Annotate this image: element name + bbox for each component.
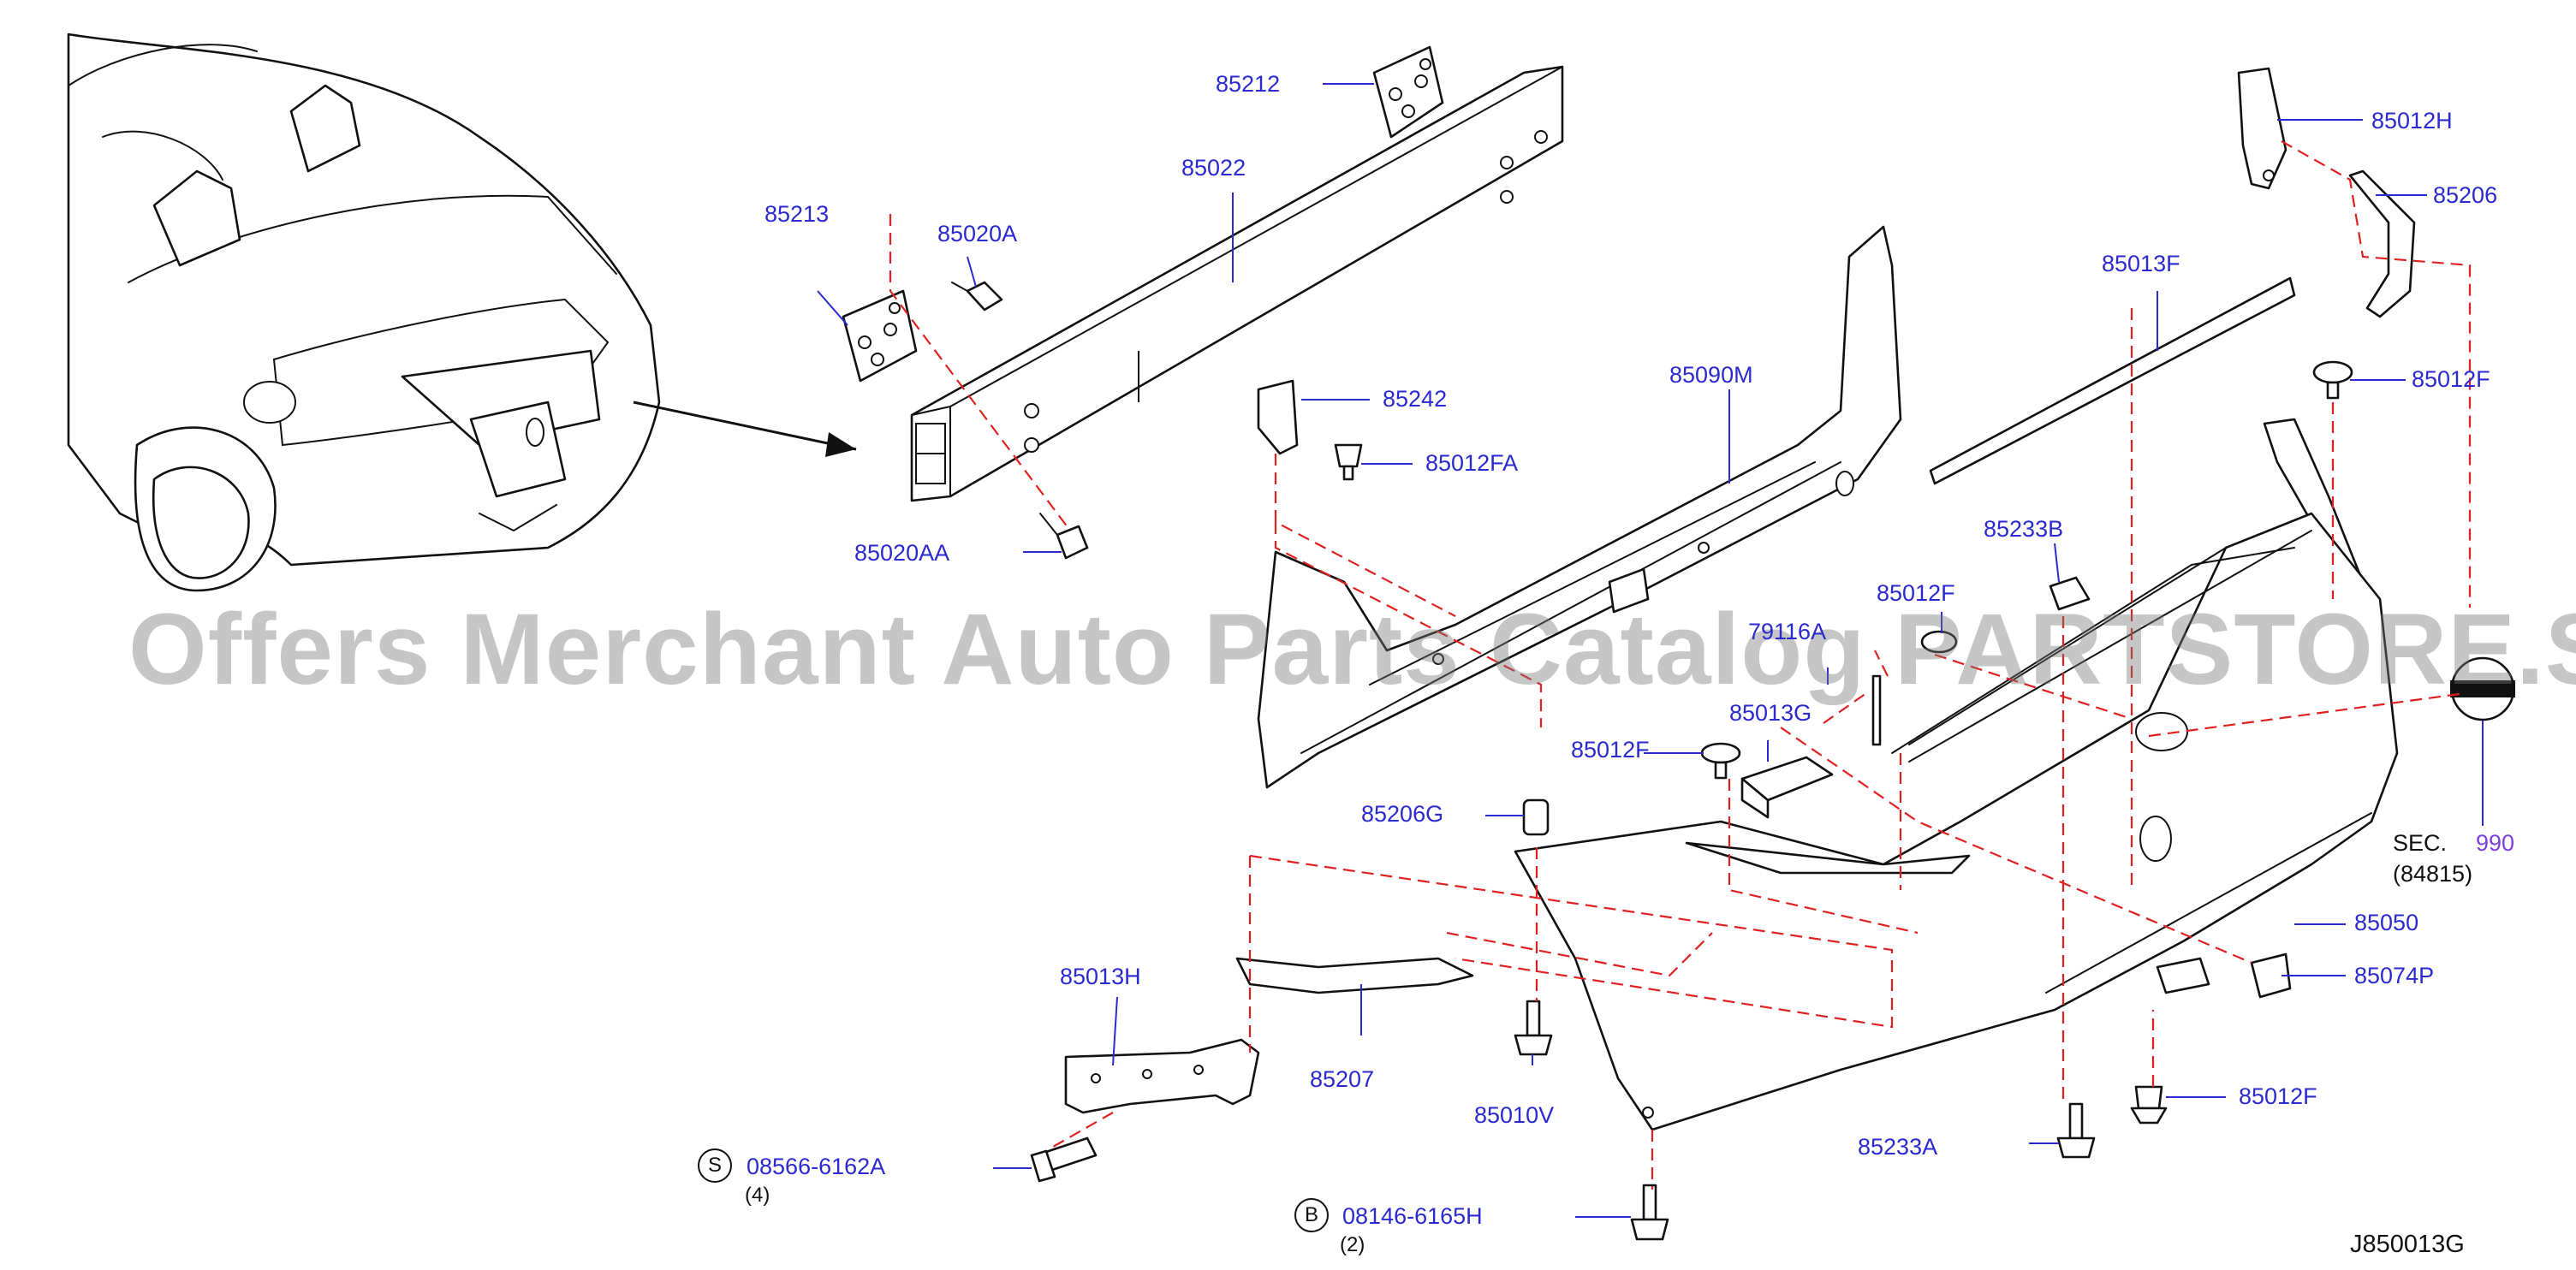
car-overview	[67, 33, 661, 592]
label-85020A[interactable]: 85020A	[937, 221, 1018, 246]
clip-85012F-left	[1700, 742, 1741, 780]
label-85074P[interactable]: 85074P	[2354, 963, 2435, 988]
emblem-990	[2450, 656, 2515, 721]
label-08146-6165H[interactable]: 08146-6165H	[1342, 1203, 1483, 1229]
label-85213[interactable]: 85213	[764, 201, 830, 227]
label-85013H[interactable]: 85013H	[1060, 964, 1141, 989]
label-85242[interactable]: 85242	[1383, 386, 1448, 412]
label-85206G[interactable]: 85206G	[1361, 801, 1444, 827]
symbol-s: S	[698, 1148, 732, 1183]
bracket-85242	[1257, 379, 1299, 455]
label-85013G[interactable]: 85013G	[1729, 700, 1812, 726]
molding-85013F	[1929, 276, 2296, 485]
clip-85012FA	[1334, 443, 1363, 481]
label-79116A[interactable]: 79116A	[1748, 619, 1827, 644]
clip-85012F-mid	[1920, 630, 1958, 654]
label-85212[interactable]: 85212	[1216, 71, 1281, 97]
label-08566-6162A[interactable]: 08566-6162A	[747, 1154, 886, 1179]
diagram-code: J850013G	[2350, 1231, 2465, 1258]
leader-lines	[817, 83, 2484, 1218]
label-85012F-mid[interactable]: 85012F	[1877, 580, 1955, 606]
sec-label: SEC.	[2393, 830, 2448, 856]
bracket-85013H	[1064, 1038, 1260, 1114]
bolt-85020AA	[1039, 513, 1089, 560]
bracket-85012H	[2237, 67, 2287, 190]
label-85013F[interactable]: 85013F	[2102, 251, 2180, 276]
nut-85233B	[2049, 576, 2091, 611]
bolt-85020A	[951, 281, 1003, 312]
label-85090M[interactable]: 85090M	[1669, 362, 1753, 388]
symbol-b: B	[1294, 1198, 1329, 1232]
bolt-08146-6165H	[1630, 1184, 1669, 1241]
absorber-85090M	[1257, 225, 1902, 789]
plate-85213	[842, 289, 918, 383]
watermark: Offers Merchant Auto Parts Catalog PARTS…	[128, 593, 2576, 706]
label-85012H[interactable]: 85012H	[2371, 108, 2453, 134]
label-85012F-left[interactable]: 85012F	[1571, 737, 1650, 763]
label-85206[interactable]: 85206	[2433, 182, 2498, 208]
label-85233B[interactable]: 85233B	[1984, 516, 2064, 542]
label-85050[interactable]: 85050	[2354, 910, 2419, 935]
clip-85206G	[1522, 798, 1550, 836]
qty-b: (2)	[1340, 1233, 1365, 1256]
label-85207[interactable]: 85207	[1310, 1066, 1375, 1092]
sec-ref: (84815)	[2393, 861, 2473, 887]
bolt-85233A	[2056, 1102, 2096, 1159]
cover-85074P	[2250, 952, 2292, 999]
reinforcement-85022	[910, 65, 1564, 502]
sec-number-link[interactable]: 990	[2476, 830, 2515, 856]
bumper-fascia-85050	[1514, 512, 2399, 1131]
bolt-08566-6162A	[1030, 1136, 1098, 1183]
label-85012F-top[interactable]: 85012F	[2412, 366, 2490, 392]
assembly-lines	[889, 140, 2472, 1190]
clip-85012F-bottom	[2130, 1085, 2168, 1125]
bracket-85207	[1235, 957, 1474, 994]
label-85022[interactable]: 85022	[1181, 155, 1246, 181]
qty-s: (4)	[745, 1184, 770, 1207]
clip-85012F-top	[2312, 360, 2353, 400]
spacer-85013G	[1740, 756, 1834, 819]
label-85010V[interactable]: 85010V	[1474, 1102, 1555, 1128]
label-85233A[interactable]: 85233A	[1858, 1134, 1938, 1160]
label-85020AA[interactable]: 85020AA	[854, 540, 950, 566]
label-85012FA[interactable]: 85012FA	[1425, 450, 1519, 476]
label-85012F-bottom[interactable]: 85012F	[2239, 1083, 2317, 1109]
pin-79116A	[1871, 674, 1882, 746]
bracket-85206	[2348, 169, 2416, 318]
plate-85212	[1372, 45, 1444, 139]
bolt-85010V	[1514, 1000, 1553, 1056]
